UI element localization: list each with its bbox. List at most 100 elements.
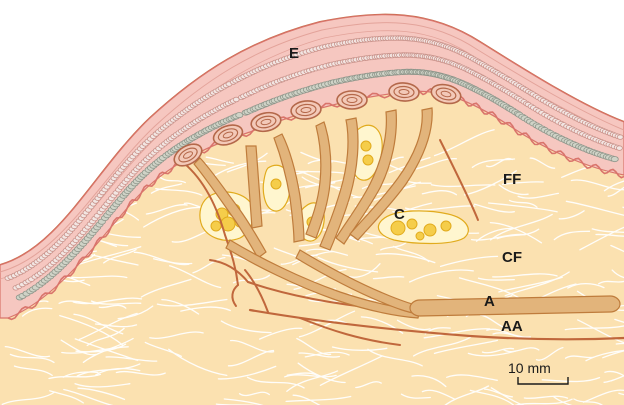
connective-fiber [439, 255, 499, 268]
connective-fiber [156, 298, 228, 307]
connective-fiber [396, 319, 431, 331]
connective-fiber [565, 200, 624, 218]
connective-fiber [157, 175, 186, 184]
connective-fiber [192, 256, 226, 274]
connective-fiber [446, 374, 498, 381]
connective-fiber [618, 392, 624, 398]
connective-fiber [229, 339, 275, 353]
connective-fiber [227, 349, 275, 367]
connective-fiber [603, 175, 624, 192]
connective-fiber [144, 341, 183, 357]
nerve-trunks [193, 107, 621, 319]
connective-fiber [552, 395, 593, 405]
connective-fiber [319, 355, 383, 386]
connective-fiber [168, 265, 222, 289]
connective-fiber [4, 345, 51, 358]
dermal-epidermal-junction [7, 87, 624, 321]
connective-fiber [412, 336, 472, 357]
connective-fiber [133, 251, 190, 266]
connective-fiber [180, 306, 231, 312]
connective-fiber [223, 398, 267, 405]
connective-fiber [98, 304, 127, 309]
connective-fiber [570, 179, 624, 191]
connective-fiber [367, 348, 423, 367]
connective-fiber [475, 227, 514, 242]
connective-fiber [421, 190, 458, 196]
connective-fiber [305, 248, 349, 256]
connective-fiber [487, 202, 558, 213]
connective-fiber [62, 371, 99, 378]
connective-fiber [535, 346, 564, 361]
connective-fiber [298, 352, 341, 358]
connective-fiber [293, 268, 347, 290]
connective-fiber [372, 276, 405, 280]
connective-fiber [529, 157, 556, 169]
connective-fiber [220, 320, 272, 334]
connective-fiber [21, 307, 53, 317]
connective-fiber [74, 246, 142, 267]
connective-fiber [217, 365, 277, 380]
connective-fiber [598, 280, 624, 285]
connective-fiber [501, 181, 544, 185]
connective-fiber [470, 233, 526, 241]
connective-fiber [610, 244, 624, 267]
connective-fiber [150, 183, 183, 194]
connective-fiber [59, 314, 123, 346]
connective-fiber [1, 391, 55, 405]
connective-fiber [585, 347, 624, 362]
connective-fiber [58, 300, 100, 305]
connective-fiber [604, 370, 624, 381]
connective-fiber [60, 339, 97, 356]
connective-fiber [94, 323, 138, 328]
connective-fiber [400, 393, 431, 399]
connective-fiber [317, 256, 379, 273]
connective-fiber [9, 353, 55, 364]
connective-fiber [143, 206, 202, 228]
connective-fiber [463, 170, 517, 196]
end-organ [388, 82, 420, 102]
connective-fiber [304, 351, 350, 358]
axon-main [409, 295, 621, 317]
end-organ [212, 124, 244, 146]
connective-fiber [607, 182, 624, 197]
label-epidermis: E [289, 45, 300, 62]
epidermal-nucleus [616, 134, 624, 140]
stratum-corneum-line [0, 22, 624, 273]
connective-fiber [490, 387, 537, 405]
connective-fiber [355, 381, 382, 389]
connective-fiber [541, 376, 601, 383]
end-organ [290, 100, 322, 120]
scale-bar-label: 10 mm [508, 360, 551, 376]
connective-fiber [442, 385, 490, 405]
connective-fiber [502, 347, 540, 353]
connective-fiber [595, 233, 624, 237]
connective-fiber [115, 370, 166, 376]
end-organ [173, 143, 203, 167]
connective-fiber [408, 269, 474, 283]
connective-fiber [591, 228, 624, 240]
connective-fiber [498, 184, 529, 196]
connective-fiber [292, 250, 334, 266]
connective-fiber [411, 375, 447, 388]
connective-fiber [205, 156, 235, 164]
connective-fiber [486, 328, 521, 338]
connective-fiber [577, 319, 624, 346]
end-organ [336, 90, 368, 110]
connective-fiber [375, 253, 436, 264]
connective-fiber [504, 271, 570, 297]
connective-fiber [161, 298, 200, 315]
connective-fiber [286, 370, 339, 392]
connective-fiber [614, 318, 624, 332]
connective-fiber [579, 220, 624, 251]
connective-fiber [211, 160, 267, 178]
connective-fiber [615, 342, 624, 357]
connective-fiber [61, 346, 129, 354]
connective-fiber [611, 269, 624, 280]
epidermal-nuclei [4, 35, 624, 301]
connective-fiber [483, 388, 513, 398]
connective-fiber [103, 248, 137, 264]
connective-fiber [469, 389, 514, 405]
connective-fiber [155, 188, 203, 196]
connective-fiber [48, 373, 102, 380]
connective-fiber [523, 395, 569, 399]
